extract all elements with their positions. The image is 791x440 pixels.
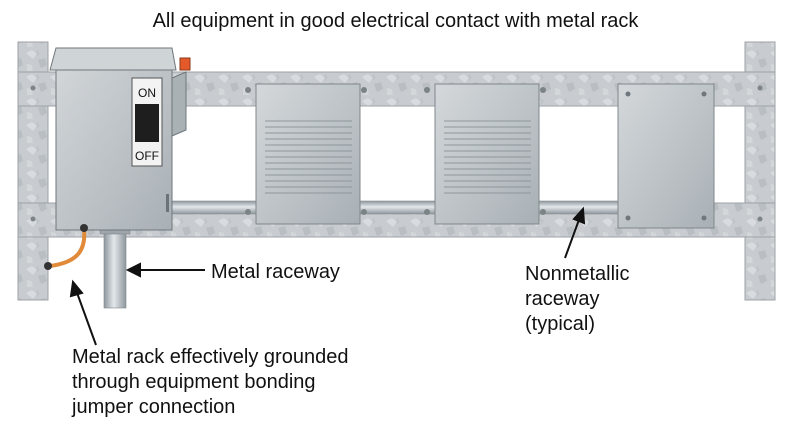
nonmetallic-callout-line-3: (typical) <box>525 313 596 335</box>
indicator-light-icon <box>179 57 191 71</box>
diagram-title: All equipment in good electrical contact… <box>152 10 639 32</box>
mounting-screws <box>245 87 546 215</box>
enclosure-1 <box>255 83 361 225</box>
grounding-callout-line-3: jumper connection <box>72 396 236 418</box>
jumper-lug-icon <box>44 262 52 270</box>
nonmetallic-raceway <box>169 200 621 215</box>
enclosure-2 <box>434 83 540 225</box>
switch-on-label: ON <box>138 86 156 100</box>
grounding-callout-line-1: Metal rack effectively grounded <box>72 346 349 368</box>
grounding-callout: Metal rack effectively grounded through … <box>72 345 348 420</box>
jumper-lug-icon <box>80 224 88 232</box>
grounding-callout-line-2: through equipment bonding <box>72 371 316 393</box>
disconnect-switch <box>49 47 191 231</box>
metal-raceway <box>103 227 127 309</box>
nonmetallic-callout-line-1: Nonmetallic <box>525 263 630 285</box>
enclosure-3 <box>617 83 715 229</box>
switch-off-label: OFF <box>135 149 159 163</box>
metal-raceway-callout: Metal raceway <box>211 261 340 283</box>
nonmetallic-callout-line-2: raceway <box>525 288 600 310</box>
leader-lines <box>69 206 586 346</box>
nonmetallic-raceway-callout: Nonmetallic raceway (typical) <box>525 262 629 337</box>
bonding-jumper <box>48 226 87 268</box>
